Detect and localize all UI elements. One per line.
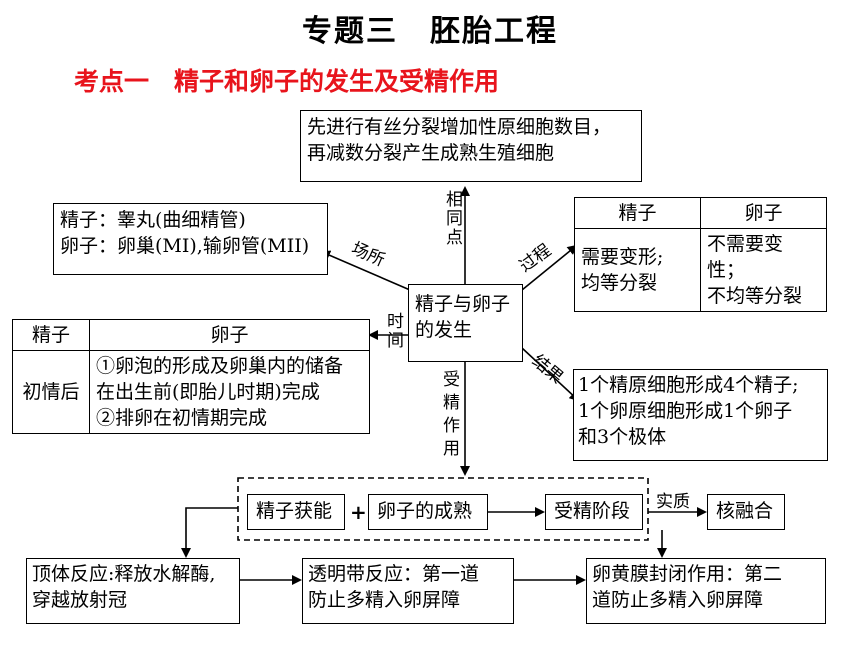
fertilization-label: 受精作用 — [439, 370, 459, 462]
time-header-egg: 卵子 — [89, 319, 370, 351]
time-egg-cell: ①卵泡的形成及卵巢内的储备 在出生前(即胎儿时期)完成 ②排卵在初情期完成 — [89, 350, 370, 434]
result-line2: 1个卵原细胞形成1个卵子 — [578, 400, 793, 422]
process-egg-line1: 不需要变性； — [707, 233, 784, 281]
same-point-line1: 先进行有丝分裂增加性原细胞数目， — [307, 116, 612, 138]
center-line2: 的发生 — [415, 319, 473, 341]
step-egg-maturation: 卵子的成熟 — [368, 494, 488, 530]
arrow-location — [320, 250, 411, 291]
time-egg-line1: ①卵泡的形成及卵巢内的储备 — [96, 355, 344, 377]
time-egg-line3: ②排卵在初情期完成 — [96, 407, 268, 429]
time-table: 精子 卵子 初情后 ①卵泡的形成及卵巢内的储备 在出生前(即胎儿时期)完成 ②排… — [12, 319, 370, 434]
fertilization-dashed-frame — [237, 477, 649, 541]
location-box: 精子：睾丸(曲细精管) 卵子：卵巢(MI),输卵管(MII) — [53, 203, 328, 275]
section-subtitle: 考点一 精子和卵子的发生及受精作用 — [74, 67, 500, 96]
same-point-line2: 再减数分裂产生成熟生殖细胞 — [307, 142, 555, 164]
same-point-box: 先进行有丝分裂增加性原细胞数目， 再减数分裂产生成熟生殖细胞 — [300, 110, 642, 182]
reaction-vitelline-line2: 道防止多精入卵屏障 — [592, 589, 764, 611]
page-title: 专题三 胚胎工程 — [302, 14, 558, 49]
process-header-sperm: 精子 — [574, 197, 701, 229]
same-point-label: 相同点 — [442, 190, 462, 247]
result-line3: 和3个极体 — [578, 426, 667, 448]
location-line2: 卵子：卵巢(MI),输卵管(MII) — [60, 235, 310, 257]
location-line1: 精子：睾丸(曲细精管) — [60, 209, 246, 231]
step-fertilization-stage: 受精阶段 — [545, 494, 643, 530]
process-sperm-cell: 需要变形; 均等分裂 — [574, 228, 701, 312]
reaction-acrosome-line1: 顶体反应:释放水解酶, — [32, 563, 216, 585]
time-egg-line2: 在出生前(即胎儿时期)完成 — [96, 381, 320, 403]
result-box: 1个精原细胞形成4个精子; 1个卵原细胞形成1个卵子 和3个极体 — [573, 369, 828, 461]
reaction-vitelline-line1: 卵黄膜封闭作用：第二 — [592, 563, 783, 585]
plus-sign: + — [350, 500, 367, 524]
result-line1: 1个精原细胞形成4个精子; — [578, 374, 799, 396]
process-egg-line2: 不均等分裂 — [707, 285, 803, 307]
process-header-egg: 卵子 — [700, 197, 827, 229]
reaction-zona-line2: 防止多精入卵屏障 — [308, 589, 461, 611]
process-egg-cell: 不需要变性； 不均等分裂 — [700, 228, 827, 312]
reaction-zona-line1: 透明带反应：第一道 — [308, 563, 480, 585]
center-box: 精子与卵子 的发生 — [408, 284, 523, 362]
center-line1: 精子与卵子 — [415, 293, 511, 315]
reaction-acrosome-line2: 穿越放射冠 — [32, 589, 128, 611]
arrow-to-reaction1 — [181, 507, 238, 558]
process-table: 精子 卵子 需要变形; 均等分裂 不需要变性； 不均等分裂 — [574, 197, 827, 312]
time-label: 时间 — [383, 312, 403, 350]
step-sperm-capacitation: 精子获能 — [247, 494, 345, 530]
reaction-zona: 透明带反应：第一道 防止多精入卵屏障 — [302, 558, 514, 624]
reaction-acrosome: 顶体反应:释放水解酶, 穿越放射冠 — [26, 558, 240, 624]
arrow-result — [521, 347, 580, 402]
reaction-vitelline: 卵黄膜封闭作用：第二 道防止多精入卵屏障 — [586, 558, 826, 624]
time-row-label: 初情后 — [12, 350, 90, 434]
process-sperm-line1: 需要变形; — [581, 246, 664, 268]
time-header-sperm: 精子 — [12, 319, 90, 351]
essence-box: 核融合 — [707, 494, 785, 530]
process-sperm-line2: 均等分裂 — [581, 272, 658, 294]
arrow-process — [521, 244, 578, 291]
essence-label: 实质 — [656, 492, 690, 512]
